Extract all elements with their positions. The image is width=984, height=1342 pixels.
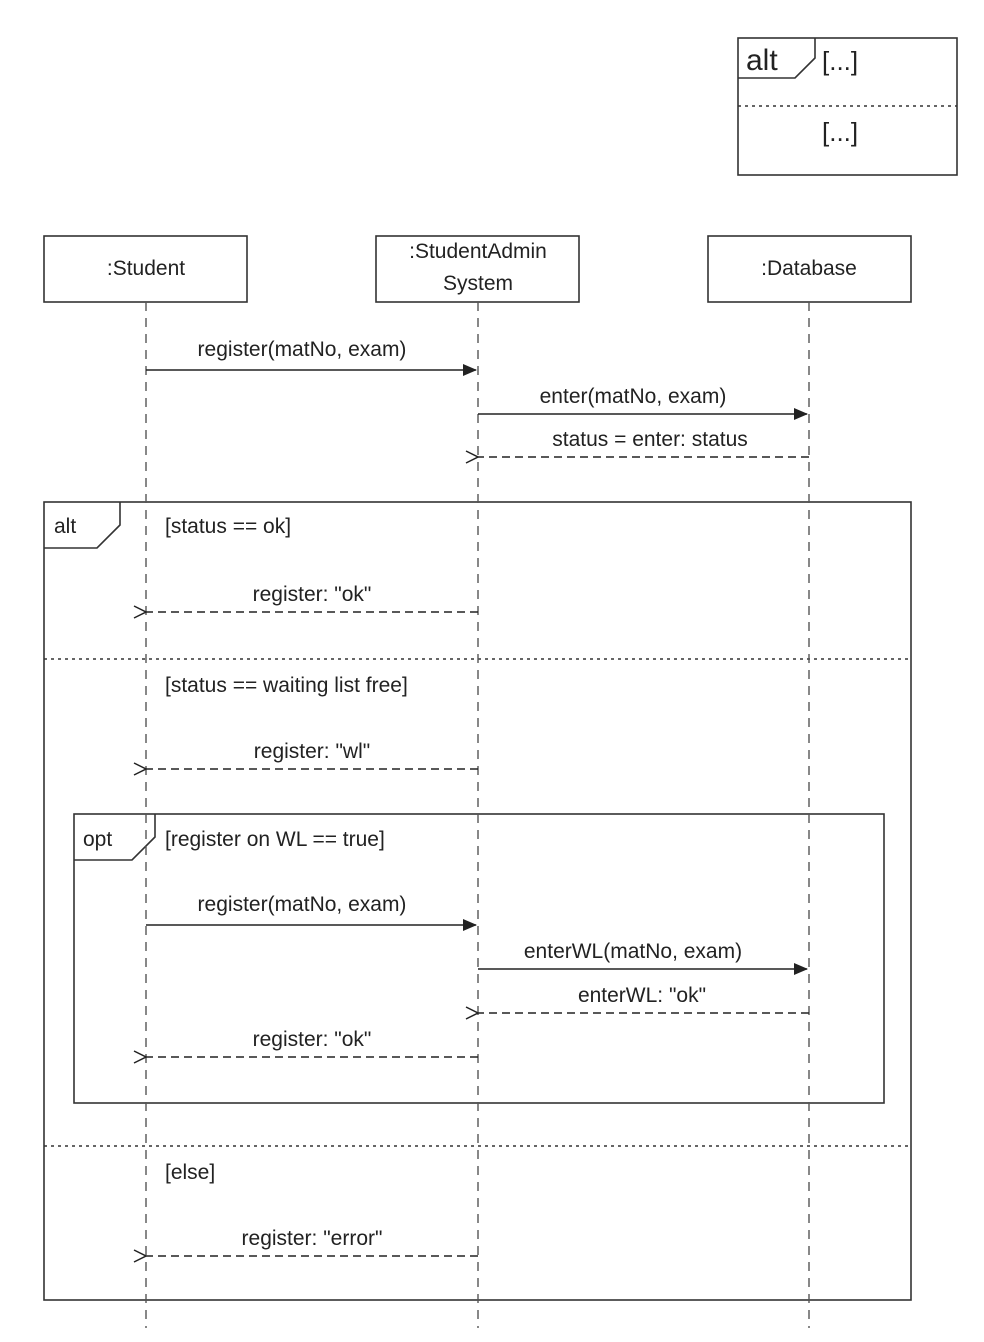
message-label: enterWL(matNo, exam) bbox=[524, 940, 742, 963]
lifeline-head-database bbox=[707, 235, 912, 303]
message-label: enter(matNo, exam) bbox=[540, 385, 727, 408]
message-label: register: "ok" bbox=[253, 1028, 372, 1051]
lifeline-name-sas-line2: System bbox=[443, 272, 513, 295]
lifeline-database: :Database bbox=[707, 235, 912, 303]
message-label: enterWL: "ok" bbox=[578, 984, 706, 1007]
message-register-wl: register: "wl" bbox=[146, 740, 478, 769]
lifeline-name-sas-line1: :StudentAdmin bbox=[409, 240, 547, 263]
alt-operator-tab bbox=[44, 502, 121, 549]
opt-operator: opt bbox=[83, 828, 112, 851]
legend-alt-notation: alt [...] [...] bbox=[737, 37, 958, 176]
opt-operator-tab bbox=[74, 814, 156, 861]
legend-guard-2: [...] bbox=[822, 117, 858, 147]
message-label: register(matNo, exam) bbox=[198, 893, 407, 916]
legend-guard-1: [...] bbox=[822, 46, 858, 76]
lifeline-student: :Student bbox=[43, 235, 248, 303]
message-enter-wl-return: enterWL: "ok" bbox=[478, 984, 809, 1013]
alt-guard-3: [else] bbox=[165, 1161, 215, 1184]
opt-guard: [register on WL == true] bbox=[165, 828, 385, 851]
lifeline-name-database: :Database bbox=[761, 257, 857, 280]
message-label: register: "wl" bbox=[254, 740, 370, 763]
message-enter-wl: enterWL(matNo, exam) bbox=[478, 940, 808, 975]
message-label: register: "error" bbox=[242, 1227, 383, 1250]
message-label: register(matNo, exam) bbox=[198, 338, 407, 361]
message-label: register: "ok" bbox=[253, 583, 372, 606]
message-register-error: register: "error" bbox=[146, 1227, 478, 1256]
lifeline-head-sas bbox=[375, 235, 580, 303]
opt-frame bbox=[73, 813, 885, 1104]
message-register-2: register(matNo, exam) bbox=[146, 893, 477, 931]
alt-guard-1: [status == ok] bbox=[165, 515, 291, 538]
message-status-return: status = enter: status bbox=[478, 428, 809, 457]
lifeline-student-admin-system: :StudentAdmin System bbox=[375, 235, 580, 303]
message-register-1: register(matNo, exam) bbox=[146, 338, 477, 376]
message-register-ok-2: register: "ok" bbox=[146, 1028, 478, 1057]
message-register-ok-1: register: "ok" bbox=[146, 583, 478, 612]
alt-operator: alt bbox=[54, 515, 76, 538]
opt-fragment: opt [register on WL == true] bbox=[73, 813, 885, 1104]
legend-operator: alt bbox=[746, 44, 778, 77]
alt-guard-2: [status == waiting list free] bbox=[165, 674, 408, 697]
message-enter: enter(matNo, exam) bbox=[478, 385, 808, 420]
legend-operator-tab bbox=[738, 38, 816, 79]
lifeline-name-student: :Student bbox=[107, 257, 185, 280]
message-label: status = enter: status bbox=[552, 428, 748, 451]
